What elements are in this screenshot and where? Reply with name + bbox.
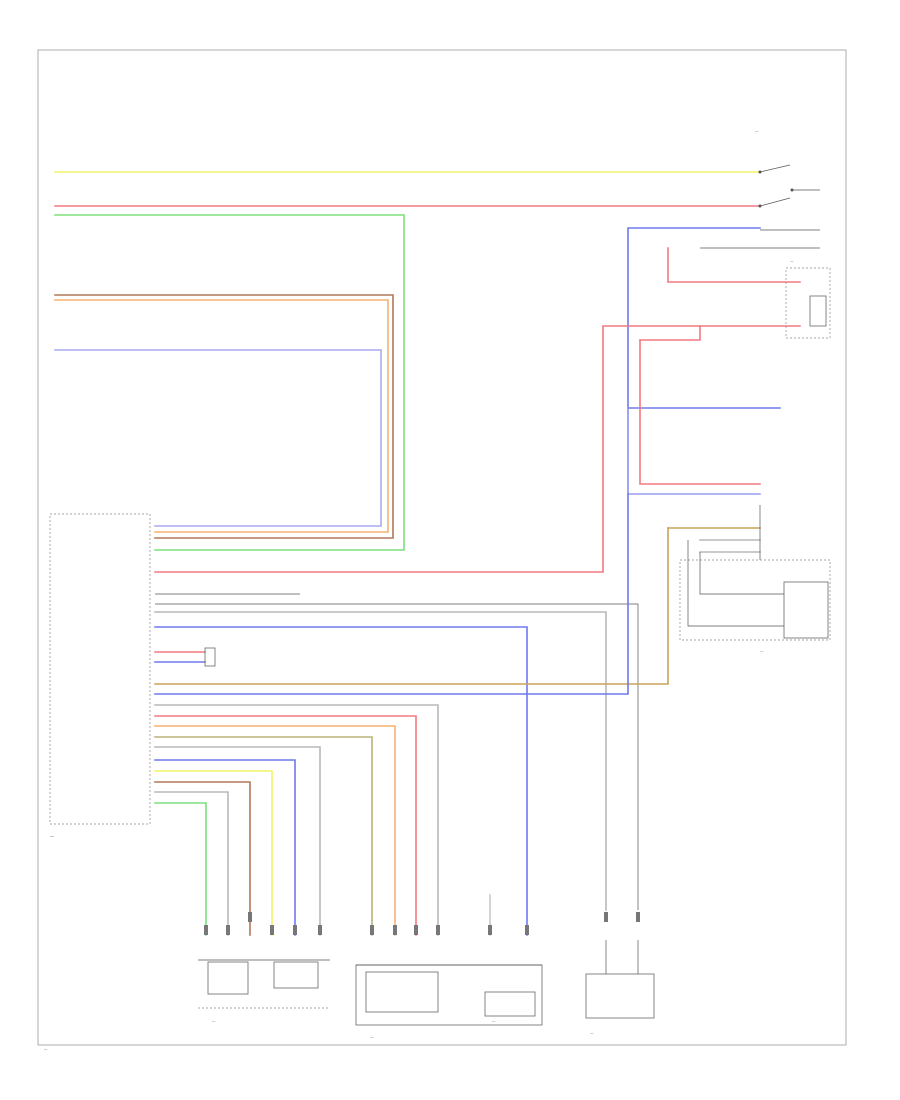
relay-right-box bbox=[785, 267, 831, 339]
relay-right-label: — bbox=[790, 259, 794, 263]
bottom-left-sensor: — bbox=[198, 959, 330, 1023]
left-ecu-box bbox=[49, 513, 151, 825]
sensor-right-box bbox=[679, 559, 831, 641]
wire-lavender bbox=[54, 349, 382, 527]
sensor-right-label: — bbox=[760, 649, 764, 653]
wire-blue-right bbox=[627, 227, 781, 409]
top-wires bbox=[54, 171, 761, 551]
left-ecu-label: — bbox=[50, 834, 54, 839]
relay-right bbox=[809, 295, 827, 327]
wire-brown bbox=[54, 294, 394, 539]
top-right-connector-label: — bbox=[755, 129, 759, 133]
ecu-connector-small bbox=[204, 647, 216, 667]
wire-red-sensor bbox=[639, 339, 761, 485]
wire-red-inner bbox=[639, 325, 701, 341]
footer-code: — bbox=[44, 1047, 48, 1051]
bottom-mid-small-label: — bbox=[492, 1019, 496, 1023]
sensor-right bbox=[783, 581, 829, 639]
ecu-mid-wires bbox=[154, 493, 669, 936]
bottom-mid-module: — — bbox=[355, 964, 543, 1039]
top-right-switch bbox=[700, 164, 820, 249]
right-connector-wires bbox=[667, 505, 784, 627]
connector-pins bbox=[204, 912, 640, 935]
wire-red-long bbox=[154, 325, 801, 573]
wire-green bbox=[54, 214, 405, 551]
wire-orange-light bbox=[54, 299, 389, 533]
bottom-mid-module-label: — bbox=[370, 1035, 374, 1039]
bottom-right-sensor-label: — bbox=[590, 1031, 594, 1035]
diagram-frame bbox=[37, 49, 847, 1046]
wire-red-relay bbox=[667, 247, 801, 283]
bottom-right-sensor: — bbox=[585, 940, 655, 1035]
bottom-left-sensor-label: — bbox=[212, 1019, 216, 1023]
